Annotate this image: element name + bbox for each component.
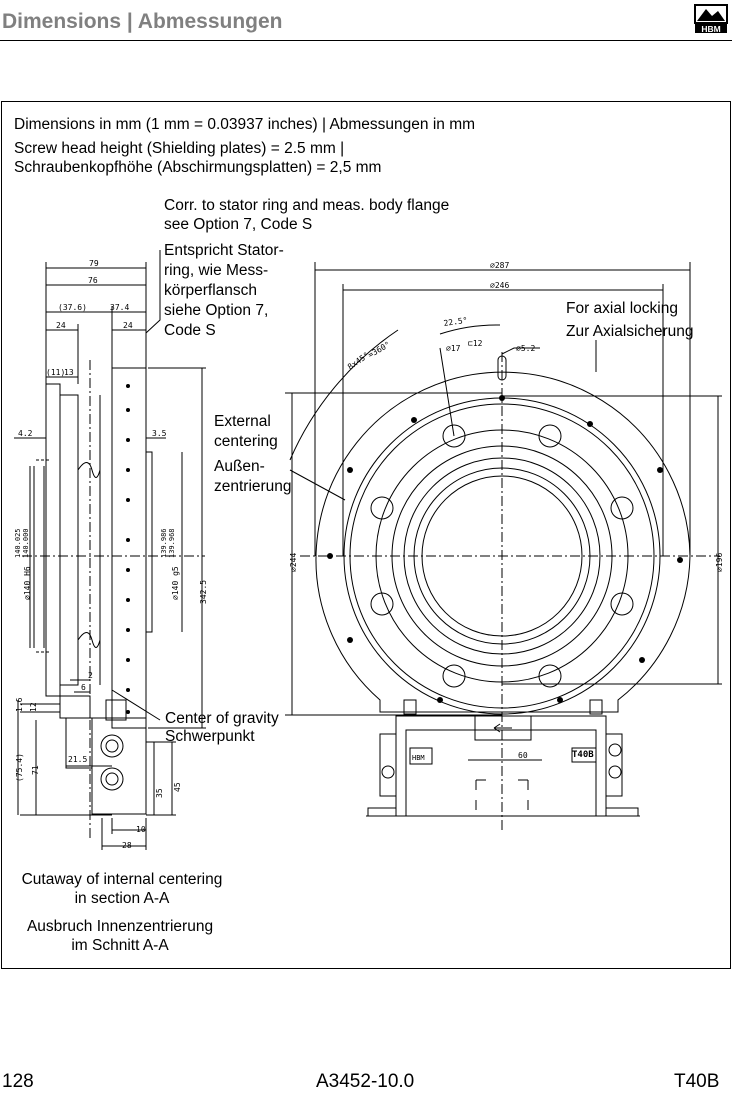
dim-76: 76 (88, 276, 98, 285)
ext-centering-de-2: zentrierung (214, 478, 292, 495)
ext-centering-en-2: centering (214, 433, 278, 450)
dim-4-2: 4.2 (18, 429, 33, 438)
dim-28: 28 (122, 841, 132, 850)
logo-text: HBM (701, 24, 720, 34)
dim-140-g5-tol-upper: 139.986 (160, 528, 168, 558)
dim-2: 2 (88, 671, 93, 680)
axial-callout-en: For axial locking (566, 300, 678, 317)
corr-callout-de-3: körperflansch (164, 282, 258, 299)
screw-note-2: Schraubenkopfhöhe (Abschirmungsplatten) … (14, 159, 382, 176)
corr-callout-de-2: ring, wie Mess- (164, 262, 269, 279)
dim-24-right: 24 (123, 321, 133, 330)
cog-callout-de: Schwerpunkt (165, 728, 255, 745)
corr-callout-de-1: Entspricht Stator- (164, 242, 284, 259)
header-rule (0, 40, 732, 41)
dim-140-h6: ⌀140 H6 (23, 566, 32, 600)
dim-35: 35 (155, 788, 164, 798)
dim-1-6: 1.6 (15, 697, 24, 712)
drawing-frame (1, 101, 731, 969)
page-header-title: Dimensions | Abmessungen (2, 10, 283, 33)
corr-callout-en-1: Corr. to stator ring and meas. body flan… (164, 197, 450, 214)
dim-140-h6-tol-upper: 140.025 (14, 528, 22, 558)
dim-17: ⌀17 (446, 344, 461, 353)
dim-5-2: ⌀5.2 (516, 344, 535, 353)
side-view (14, 250, 206, 850)
dim-140-g5: ⌀140 g5 (171, 566, 180, 600)
dim-12: 12 (29, 702, 38, 712)
dim-3-5: 3.5 (152, 429, 167, 438)
dim-140-h6-tol-lower: 140.000 (22, 528, 30, 558)
cutaway-de-2: im Schnitt A-A (71, 937, 169, 954)
dim-37-6: (37.6) (58, 303, 87, 312)
dim-360-deg: =360° (367, 340, 392, 360)
corr-callout-en-2: see Option 7, Code S (164, 216, 313, 233)
dim-13: 13 (64, 368, 74, 377)
cutaway-en-1: Cutaway of internal centering (21, 871, 223, 888)
cutaway-de-1: Ausbruch Innenzentrierung (26, 918, 214, 935)
corr-callout-de-5: Code S (164, 322, 216, 339)
dim-244: ⌀244 (289, 553, 298, 572)
dim-24-left: 24 (56, 321, 66, 330)
dim-246: ⌀246 (490, 281, 509, 290)
housing-hbm-label: HBM (412, 754, 425, 762)
dim-22-5-deg: 22.5° (443, 316, 468, 328)
dim-21-5: 21.5 (68, 755, 87, 764)
dim-11: (11) (46, 368, 65, 377)
dim-140-g5-tol-lower: 139.968 (168, 528, 176, 558)
footer-page-number: 128 (2, 1071, 34, 1092)
dim-342-5: 342.5 (199, 580, 208, 604)
dim-60: 60 (518, 751, 528, 760)
dim-79: 79 (89, 259, 99, 268)
dim-c12: ⊏12 (468, 339, 483, 348)
ext-centering-de-1: Außen- (214, 458, 265, 475)
ext-centering-en-1: External (214, 413, 271, 430)
dim-196: ⌀196 (715, 553, 724, 572)
dim-287: ⌀287 (490, 261, 509, 270)
dim-45: 45 (173, 782, 182, 792)
dim-71: 71 (31, 765, 40, 775)
footer-doc-number: A3452-10.0 (316, 1071, 415, 1092)
front-view (285, 262, 722, 830)
dim-6: 6 (81, 683, 86, 692)
screw-note-1: Screw head height (Shielding plates) = 2… (14, 140, 345, 157)
dim-10: 10 (136, 825, 146, 834)
cutaway-en-2: in section A-A (74, 890, 170, 907)
hbm-logo: HBM (694, 4, 728, 34)
housing-model-label: T40B (572, 750, 594, 760)
axial-callout-de: Zur Axialsicherung (566, 323, 694, 340)
dim-75-4: (75.4) (15, 753, 24, 782)
cog-callout-en: Center of gravity (165, 710, 279, 727)
dimensions-note: Dimensions in mm (1 mm = 0.03937 inches)… (14, 116, 476, 133)
footer-model: T40B (674, 1071, 720, 1092)
corr-callout-de-4: siehe Option 7, (164, 302, 269, 319)
dim-37-4: 37.4 (110, 303, 129, 312)
